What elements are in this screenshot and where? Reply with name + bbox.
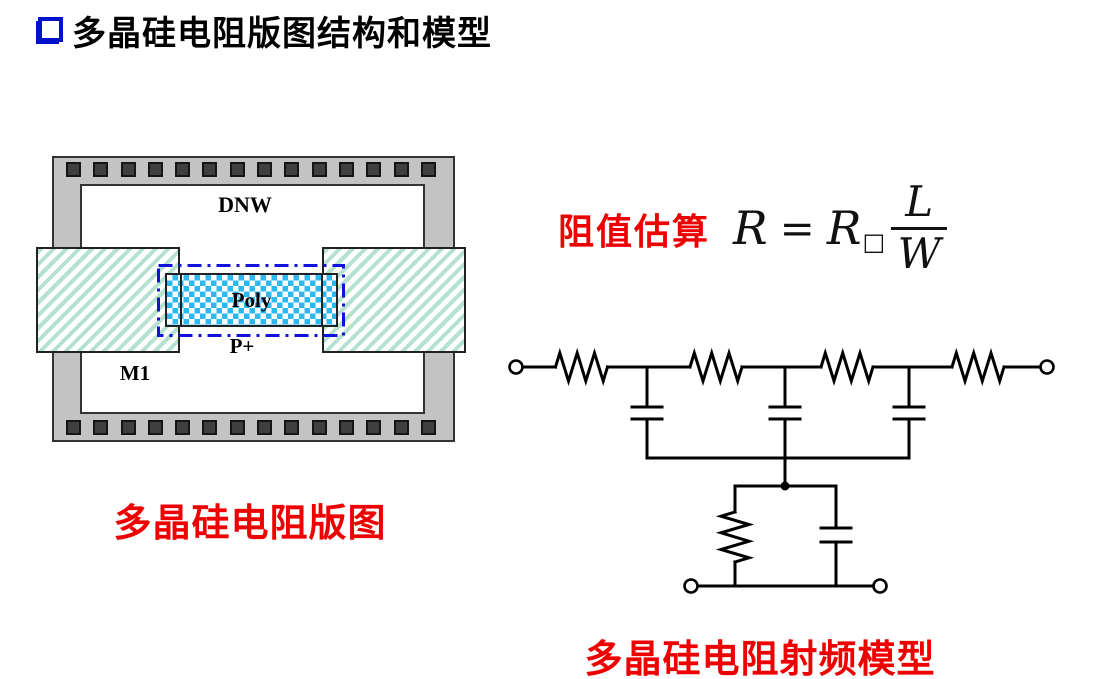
pplus-label: P+ xyxy=(229,334,255,358)
resistor-r4 xyxy=(950,347,1006,387)
rf-model-caption: 多晶硅电阻射频模型 xyxy=(584,639,936,679)
contact-row-bottom xyxy=(66,420,436,435)
contact-square xyxy=(66,162,81,177)
sheet-resistance-square-icon: □ xyxy=(862,228,886,256)
substrate-resistor xyxy=(715,484,755,588)
contact-square xyxy=(229,162,245,177)
layout-caption: 多晶硅电阻版图 xyxy=(113,503,387,545)
capacitor-c2 xyxy=(768,365,802,460)
contact-square xyxy=(284,420,300,435)
contact-square xyxy=(257,420,273,435)
formula-equals: = xyxy=(779,203,815,253)
contact-square xyxy=(175,162,191,177)
m1-left-edge-over-poly xyxy=(180,273,182,327)
port-right xyxy=(1039,359,1055,375)
estimation-label: 阻值估算 xyxy=(558,211,711,252)
contact-row-top xyxy=(66,162,436,177)
contact-square xyxy=(420,162,436,177)
m1-region-right xyxy=(322,247,466,353)
contact-square xyxy=(366,162,382,177)
contact-square xyxy=(311,162,327,177)
m1-right-edge-over-poly xyxy=(321,273,323,327)
contact-square xyxy=(66,420,81,435)
square-bullet-icon xyxy=(38,17,63,42)
contact-square xyxy=(93,420,109,435)
substrate-port-left xyxy=(683,578,699,594)
poly-region: Poly xyxy=(165,273,338,327)
capacitor-c1 xyxy=(630,365,664,460)
contact-square xyxy=(420,420,436,435)
substrate-capacitor xyxy=(819,484,853,588)
contact-square xyxy=(257,162,273,177)
formula-fraction: L W xyxy=(891,177,948,278)
contact-square xyxy=(202,162,218,177)
contact-square xyxy=(229,420,245,435)
contact-square xyxy=(93,162,109,177)
contact-square xyxy=(393,420,409,435)
formula-base: R xyxy=(826,201,862,255)
contact-square xyxy=(338,162,354,177)
m1-region-left xyxy=(36,247,180,353)
pplus-implant-boundary xyxy=(157,264,345,337)
resistor-r1 xyxy=(553,347,610,387)
contact-square xyxy=(393,162,409,177)
contact-square xyxy=(311,420,327,435)
formula-numerator: L xyxy=(905,177,934,227)
poly-label: Poly xyxy=(231,287,272,312)
contact-square xyxy=(147,420,163,435)
rf-model-circuit xyxy=(508,347,1055,594)
contact-square xyxy=(175,420,191,435)
slide-title-row: 多晶硅电阻版图结构和模型 xyxy=(0,0,1096,60)
substrate-port-right xyxy=(872,578,888,594)
port-left xyxy=(508,359,524,375)
formula-lhs: R xyxy=(733,201,768,255)
formula-denominator: W xyxy=(897,228,941,278)
resistor-r3 xyxy=(819,347,875,387)
resistor-r2 xyxy=(688,347,744,387)
contact-square xyxy=(147,162,163,177)
page-title: 多晶硅电阻版图结构和模型 xyxy=(72,15,492,53)
m1-label: M1 xyxy=(119,361,151,385)
capacitor-c3 xyxy=(892,365,926,460)
contact-square xyxy=(120,420,136,435)
contact-square xyxy=(338,420,354,435)
resistance-formula: R = R □ L W xyxy=(733,177,948,278)
contact-square xyxy=(202,420,218,435)
contact-square xyxy=(120,162,136,177)
dnw-label: DNW xyxy=(218,192,272,217)
contact-square xyxy=(284,162,300,177)
fraction-bar xyxy=(891,226,948,230)
contact-square xyxy=(366,420,382,435)
